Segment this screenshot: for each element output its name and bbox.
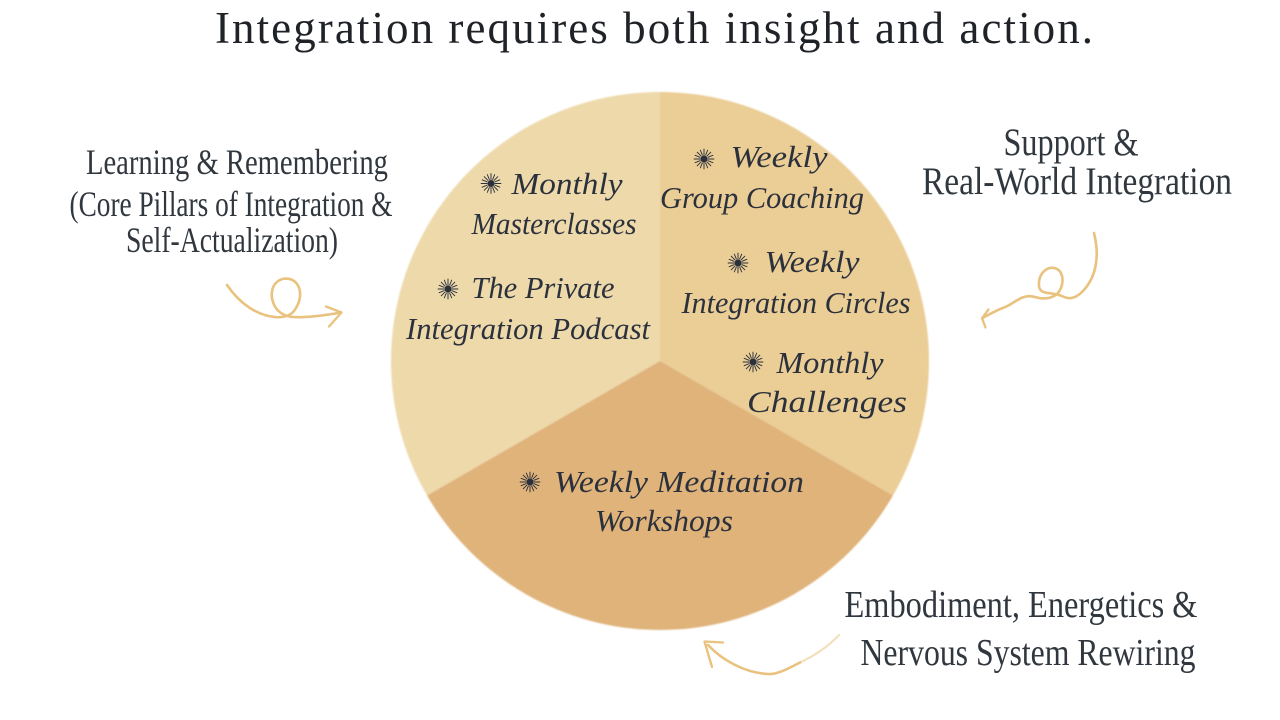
- svg-text:Workshops: Workshops: [595, 503, 733, 538]
- svg-text:Challenges: Challenges: [747, 384, 907, 419]
- svg-text:Weekly: Weekly: [731, 139, 828, 174]
- svg-text:Monthly: Monthly: [510, 166, 622, 201]
- svg-text:Real-World Integration: Real-World Integration: [922, 160, 1232, 203]
- svg-text:Weekly Meditation: Weekly Meditation: [554, 464, 804, 499]
- svg-text:Self-Actualization): Self-Actualization): [126, 220, 338, 260]
- svg-text:The Private: The Private: [472, 270, 615, 305]
- svg-text:Nervous System Rewiring: Nervous System Rewiring: [861, 632, 1196, 674]
- svg-text:Monthly: Monthly: [775, 345, 883, 380]
- svg-text:Embodiment, Energetics &: Embodiment, Energetics &: [845, 584, 1198, 626]
- svg-text:Support &: Support &: [1004, 121, 1139, 164]
- svg-text:Group Coaching: Group Coaching: [660, 180, 864, 215]
- svg-text:Integration requires both insi: Integration requires both insight and ac…: [215, 3, 1093, 53]
- svg-text:Integration Podcast: Integration Podcast: [405, 311, 651, 346]
- svg-text:Integration Circles: Integration Circles: [681, 285, 911, 320]
- svg-text:Weekly: Weekly: [765, 244, 860, 279]
- svg-text:Masterclasses: Masterclasses: [471, 206, 637, 241]
- svg-text:(Core Pillars of Integration &: (Core Pillars of Integration &: [70, 184, 393, 224]
- svg-text:Learning & Remembering: Learning & Remembering: [86, 142, 388, 182]
